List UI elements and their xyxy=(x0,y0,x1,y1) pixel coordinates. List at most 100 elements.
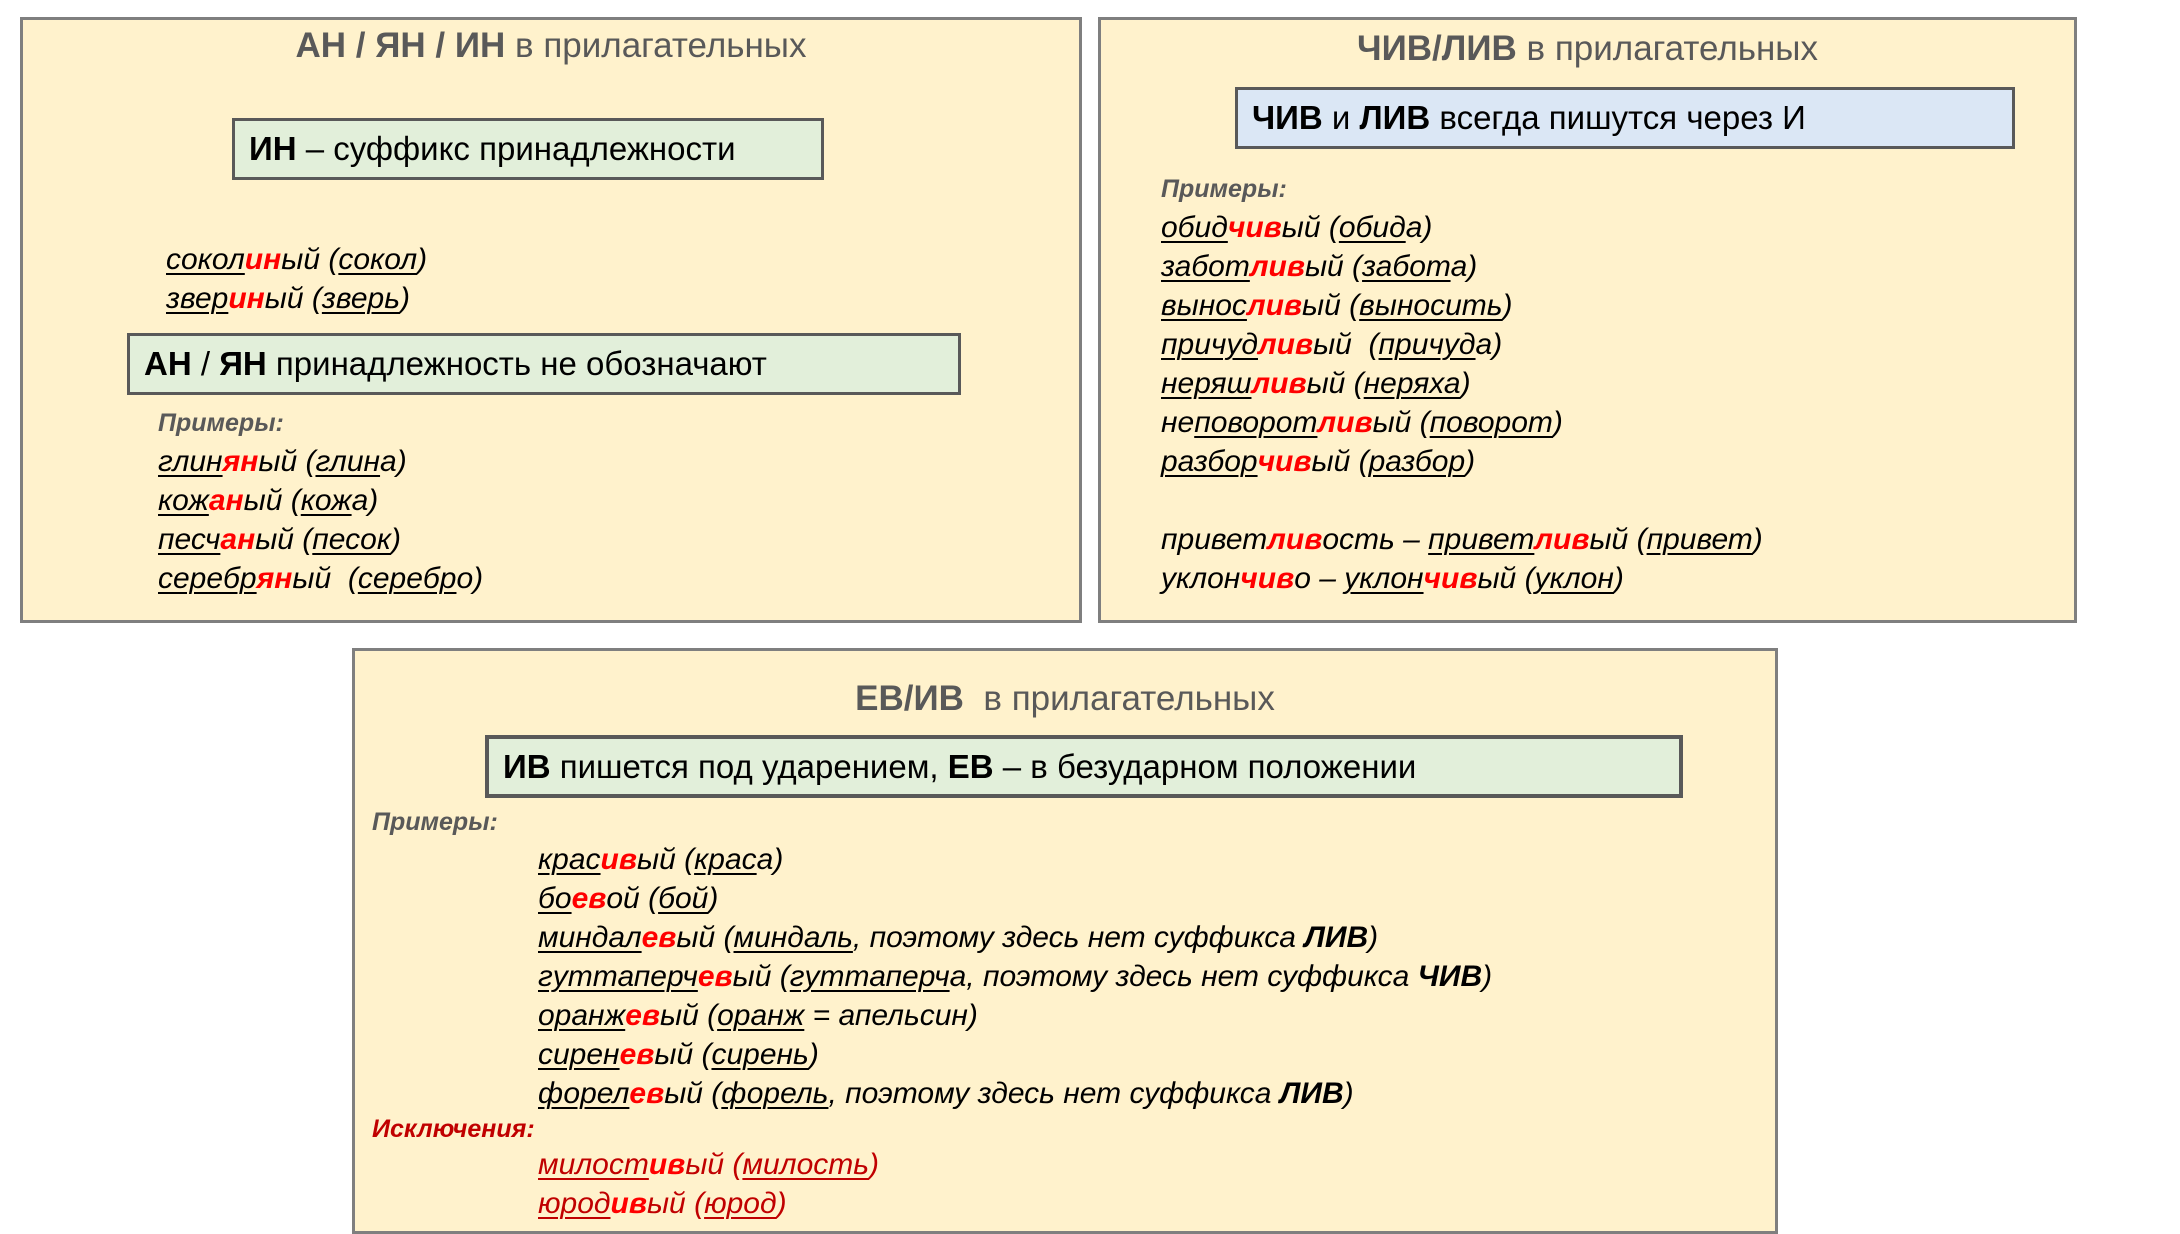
word-segment: ый ( xyxy=(660,999,718,1032)
word-segment: , поэтому здесь нет суффикса xyxy=(828,1077,1280,1110)
word-segment: а) xyxy=(1405,211,1433,244)
suffix-highlight: ев xyxy=(697,960,733,993)
list-item: милостивый (милость) xyxy=(538,1145,879,1184)
word-segment: ) xyxy=(417,243,428,276)
word-segment: ЛИВ xyxy=(1304,921,1369,954)
word-segment: ый ( xyxy=(1281,211,1339,244)
rule-bold: ЛИВ xyxy=(1359,99,1431,136)
suffix-highlight: чив xyxy=(1240,562,1295,595)
root-underlined: оранж xyxy=(717,999,805,1032)
word-segment: ый ( xyxy=(255,523,313,556)
suffix-highlight: ан xyxy=(220,523,256,556)
root-underlined: поворот xyxy=(1429,406,1553,439)
word-segment: ) xyxy=(1482,960,1493,993)
list-item xyxy=(1161,481,1763,520)
exceptions-list: милостивый (милость)юродивый (юрод) xyxy=(538,1145,879,1223)
rule-bold: ЯН xyxy=(219,345,267,382)
panel-title: ЕВ/ИВ в прилагательных xyxy=(355,681,1775,717)
word-segment: ый ( xyxy=(258,445,316,478)
rule-text: – суффикс принадлежности xyxy=(296,130,736,167)
example-list: обидчивый (обида)заботливый (забота)выно… xyxy=(1161,208,1763,598)
word-segment: ый ( xyxy=(676,921,734,954)
root-underlined: миндаль xyxy=(733,921,853,954)
word-segment: ой ( xyxy=(606,882,659,915)
root-underlined: уклон xyxy=(1344,562,1424,595)
word-segment: ) xyxy=(391,523,402,556)
suffix-highlight: ян xyxy=(222,445,259,478)
suffix-highlight: ян xyxy=(256,562,293,595)
suffix-highlight: ев xyxy=(619,1038,655,1071)
root-underlined: обид xyxy=(1338,211,1406,244)
word-segment: ый ( xyxy=(646,1187,705,1220)
root-underlined: форель xyxy=(721,1077,829,1110)
list-item: неряшливый (неряха) xyxy=(1161,364,1763,403)
root-underlined: разбор xyxy=(1368,445,1466,478)
list-item: причудливый (причуда) xyxy=(1161,325,1763,364)
word-segment: а) xyxy=(1450,250,1478,283)
word-segment: ый ( xyxy=(664,1077,722,1110)
root-underlined: причуд xyxy=(1161,328,1258,361)
rule-box-ev-iv: ИВ пишется под ударением, ЕВ – в безудар… xyxy=(485,735,1683,798)
title-bold: АН / ЯН / ИН xyxy=(295,26,506,65)
rule-bold: ЧИВ xyxy=(1252,99,1323,136)
suffix-highlight: чив xyxy=(1257,445,1312,478)
panel-ev-iv: ЕВ/ИВ в прилагательных ИВ пишется под уд… xyxy=(352,648,1778,1234)
word-segment: о) xyxy=(456,562,484,595)
root-underlined: разбор xyxy=(1161,445,1258,478)
example-list: глиняный (глина)кожаный (кожа)песчаный (… xyxy=(158,442,483,598)
suffix-highlight: чив xyxy=(1423,562,1478,595)
list-item: соколиный (сокол) xyxy=(166,240,427,279)
list-item: неповоротливый (поворот) xyxy=(1161,403,1763,442)
word-segment: ) xyxy=(708,882,719,915)
word-segment: ый ( xyxy=(1302,289,1360,322)
root-underlined: кож xyxy=(300,484,352,517)
examples-label: Примеры: xyxy=(158,409,284,437)
rule-sep: / xyxy=(191,345,220,382)
word-segment: ) xyxy=(1552,406,1563,439)
list-item: заботливый (забота) xyxy=(1161,247,1763,286)
rule-box-chiv-liv: ЧИВ и ЛИВ всегда пишутся через И xyxy=(1235,87,2015,149)
root-underlined: глин xyxy=(315,445,381,478)
suffix-highlight: ев xyxy=(629,1077,665,1110)
suffix-highlight: ев xyxy=(571,882,607,915)
word-segment: ый ( xyxy=(685,1148,743,1181)
list-item: оранжевый (оранж = апельсин) xyxy=(538,996,1492,1035)
suffix-highlight: лив xyxy=(1258,328,1314,361)
title-rest: в прилагательных xyxy=(505,26,807,65)
rule-text: и xyxy=(1322,99,1360,136)
root-underlined: миндал xyxy=(538,921,642,954)
root-underlined: сирень xyxy=(711,1038,809,1071)
root-underlined: серебр xyxy=(158,562,257,595)
word-segment: а) xyxy=(756,843,784,876)
root-underlined: кож xyxy=(158,484,209,517)
title-bold: ЧИВ/ЛИВ xyxy=(1357,29,1517,68)
list-item: уклончиво – уклончивый (уклон) xyxy=(1161,559,1763,598)
root-underlined: песок xyxy=(312,523,392,556)
list-item: миндалевый (миндаль, поэтому здесь нет с… xyxy=(538,918,1492,957)
word-segment: о – xyxy=(1294,562,1345,595)
root-underlined: неряш xyxy=(1161,367,1252,400)
root-underlined: бо xyxy=(538,882,572,915)
rule-box-in: ИН – суффикс принадлежности xyxy=(232,118,824,180)
root-underlined: причуд xyxy=(1378,328,1476,361)
list-item: песчаный (песок) xyxy=(158,520,483,559)
suffix-highlight: ев xyxy=(625,999,661,1032)
examples-label: Примеры: xyxy=(372,808,498,836)
suffix-highlight: ив xyxy=(648,1148,686,1181)
list-item: гуттаперчевый (гуттаперча, поэтому здесь… xyxy=(538,957,1492,996)
title-rest: в прилагательных xyxy=(1516,29,1818,68)
rule-bold: АН xyxy=(144,345,192,382)
root-underlined: бой xyxy=(658,882,709,915)
root-underlined: вынос xyxy=(1161,289,1247,322)
word-segment: ) xyxy=(1368,921,1379,954)
suffix-highlight: чив xyxy=(1227,211,1282,244)
word-segment: уклон xyxy=(1161,562,1241,595)
word-segment: привет xyxy=(1161,523,1268,556)
root-underlined: привет xyxy=(1428,523,1535,556)
list-item: приветливость – приветливый (привет) xyxy=(1161,520,1763,559)
panel-chiv-liv: ЧИВ/ЛИВ в прилагательных ЧИВ и ЛИВ всегд… xyxy=(1098,17,2077,623)
title-bold: ЕВ/ИВ xyxy=(855,679,964,718)
word-segment: ЛИВ xyxy=(1279,1077,1344,1110)
suffix-highlight: лив xyxy=(1249,250,1305,283)
suffix-highlight: лив xyxy=(1246,289,1303,322)
